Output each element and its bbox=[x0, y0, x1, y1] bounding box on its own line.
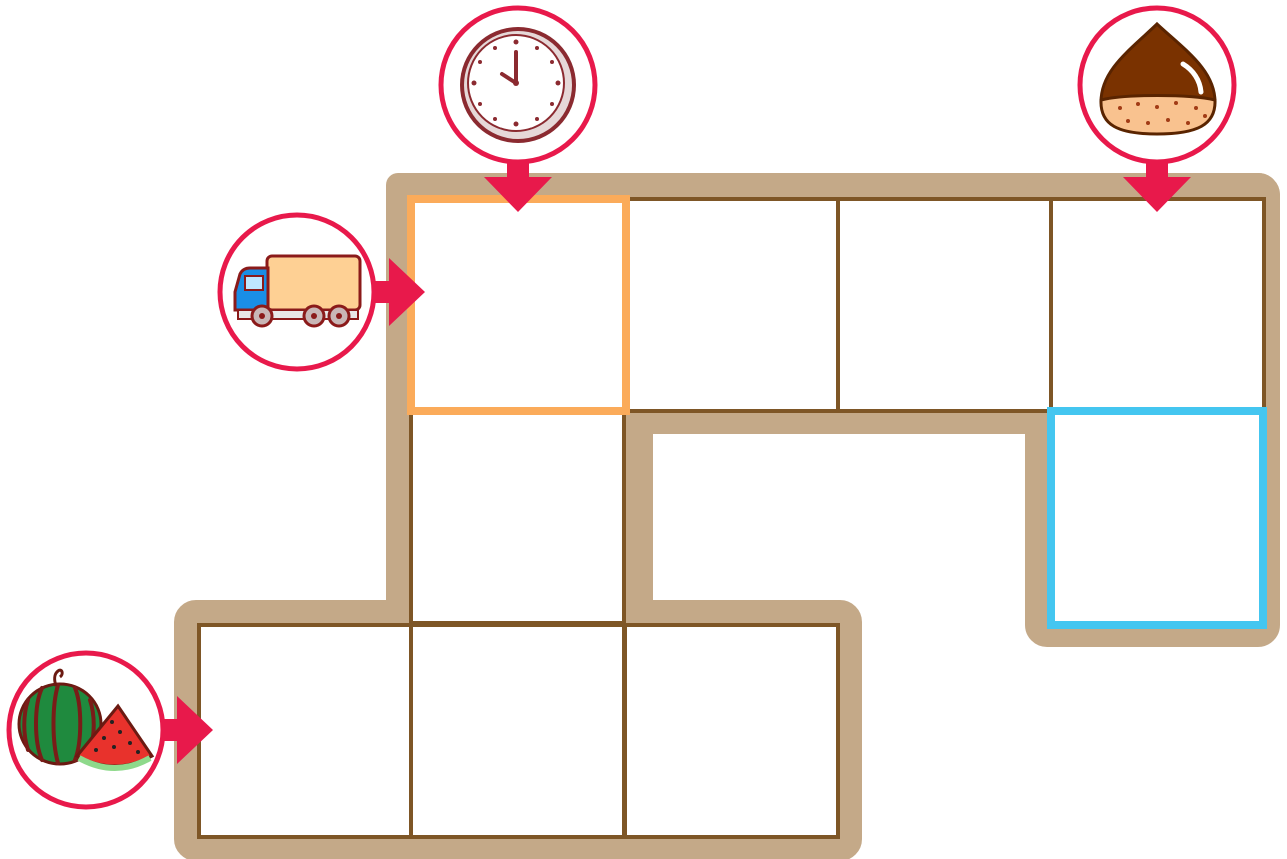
clue-clock bbox=[438, 5, 598, 212]
clock-icon bbox=[460, 27, 576, 143]
grid-cells bbox=[197, 197, 1266, 839]
clue-chestnut bbox=[1077, 5, 1237, 212]
watermelon-icon bbox=[17, 668, 155, 771]
grid-cell-r2c2[interactable] bbox=[409, 623, 626, 839]
grid-cell-r2c1[interactable] bbox=[197, 623, 414, 839]
grid-cell-r0c2[interactable] bbox=[409, 197, 626, 413]
grid-cell-r1c2[interactable] bbox=[409, 409, 626, 625]
grid-cell-r0c5[interactable] bbox=[1049, 197, 1266, 413]
grid-cell-r0c3[interactable] bbox=[623, 197, 840, 413]
answer-cell-highlight bbox=[1047, 407, 1267, 629]
grid-cell-r0c4[interactable] bbox=[836, 197, 1053, 413]
grid-cell-r1c5[interactable] bbox=[1049, 409, 1266, 625]
truck-icon bbox=[233, 254, 362, 328]
chestnut-icon bbox=[1099, 21, 1217, 136]
right-arrow bbox=[162, 696, 213, 764]
down-arrow bbox=[1123, 162, 1191, 212]
down-arrow bbox=[484, 162, 552, 212]
clue-truck bbox=[217, 212, 425, 372]
clue-watermelon bbox=[6, 650, 213, 810]
grid-cell-r2c3[interactable] bbox=[623, 623, 840, 839]
right-arrow bbox=[374, 258, 425, 326]
